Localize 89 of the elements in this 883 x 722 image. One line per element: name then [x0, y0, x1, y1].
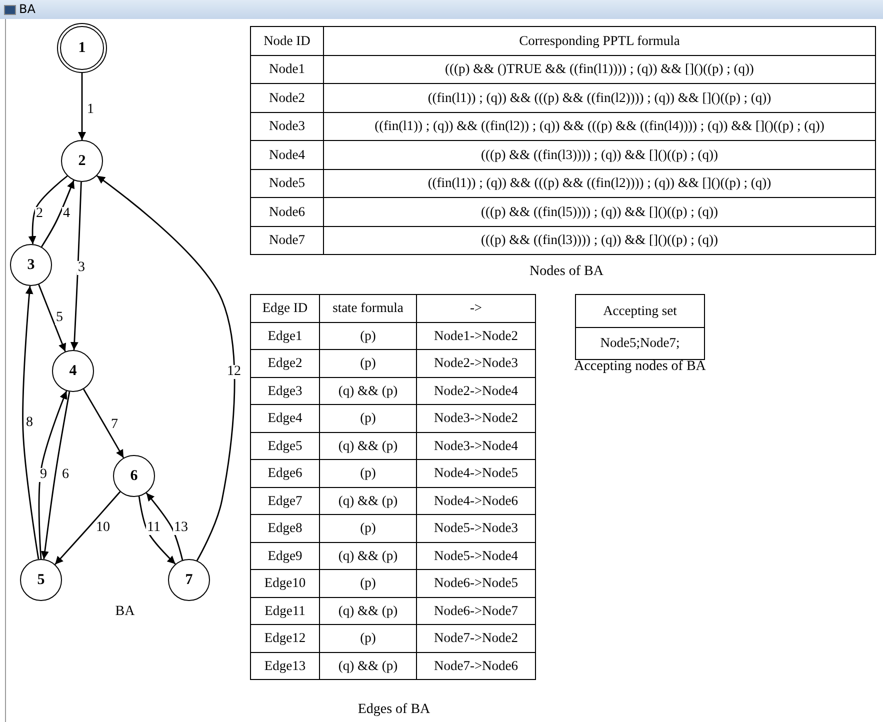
- table-cell: Node7->Node2: [416, 624, 536, 652]
- table-cell: Edge4: [250, 404, 320, 432]
- table-cell: (q) && (p): [320, 377, 416, 404]
- table-cell: Node5->Node4: [416, 542, 536, 570]
- arrow: [40, 180, 75, 248]
- edge-label: 9: [39, 468, 48, 482]
- arrow: [146, 492, 184, 560]
- table-cell: Edge6: [250, 460, 320, 487]
- table-cell: Node2->Node4: [416, 377, 536, 404]
- column-header: Corresponding PPTL formula: [324, 26, 876, 55]
- table-cell: Edge10: [250, 570, 320, 597]
- table-cell: Node1->Node2: [416, 322, 536, 350]
- table-cell: Edge1: [250, 322, 320, 350]
- column-header: ->: [416, 294, 536, 322]
- table-cell: Node5: [250, 169, 324, 198]
- state-circle: 7: [168, 559, 210, 601]
- state-circle: 3: [10, 244, 52, 286]
- table-cell: (p): [320, 514, 416, 542]
- table-cell: (p): [320, 570, 416, 597]
- table-cell: (q) && (p): [320, 487, 416, 514]
- table-cell: (p): [320, 404, 416, 432]
- table-cell: (((p) && ((fin(l3)))) ; (q)) && []()((p) ; (q)): [324, 226, 876, 254]
- table-cell: (p): [320, 460, 416, 487]
- arrow: [54, 491, 121, 565]
- table-cell: Edge5: [250, 432, 320, 460]
- edge-label: 13: [173, 521, 189, 535]
- table-cell: Edge11: [250, 597, 320, 624]
- table-cell: (((p) && ((fin(l3)))) ; (q)) && []()((p) ; (q)): [324, 140, 876, 169]
- window-title: BA: [19, 2, 36, 16]
- state-circle: 6: [113, 455, 155, 497]
- table-cell: Node7: [250, 226, 324, 254]
- caption: BA: [114, 604, 136, 620]
- table-cell: (((p) && ()TRUE && ((fin(l1)))) ; (q)) && []()((p) ; (q)): [324, 55, 876, 84]
- table-cell: (q) && (p): [320, 597, 416, 624]
- table-cell: Edge8: [250, 514, 320, 542]
- arrow: [70, 182, 82, 350]
- table-cell: Node6->Node5: [416, 570, 536, 597]
- state-circle: 5: [20, 559, 62, 601]
- state-circle: 1: [57, 23, 107, 73]
- table-cell: (p): [320, 322, 416, 350]
- arrow: [38, 284, 66, 352]
- table-cell: Node4->Node6: [416, 487, 536, 514]
- state-circle: 4: [52, 350, 94, 392]
- table-cell: ((fin(l1)) ; (q)) && ((fin(l2)) ; (q)) && (((p) && ((fin(l4)))) ; (q)) && []()((p) ; (q)): [324, 112, 876, 140]
- state-circle: 2: [61, 140, 103, 182]
- table-cell: Node5;Node7;: [576, 327, 704, 360]
- caption: Nodes of BA: [528, 264, 604, 280]
- column-header: Node ID: [250, 26, 324, 55]
- table-cell: Edge3: [250, 377, 320, 404]
- arrow: [96, 175, 236, 561]
- table-cell: (p): [320, 350, 416, 377]
- table-cell: Node2->Node3: [416, 350, 536, 377]
- table-cell: (q) && (p): [320, 432, 416, 460]
- table-cell: Edge2: [250, 350, 320, 377]
- table-cell: (p): [320, 624, 416, 652]
- table-cell: Node6->Node7: [416, 597, 536, 624]
- caption: Accepting nodes of BA: [573, 359, 707, 375]
- table-cell: Node7->Node6: [416, 652, 536, 680]
- arrow: [78, 73, 86, 140]
- edge-label: 5: [55, 311, 64, 325]
- table-cell: Node2: [250, 84, 324, 112]
- column-header: state formula: [320, 294, 416, 322]
- table-cell: Edge12: [250, 624, 320, 652]
- table-cell: ((fin(l1)) ; (q)) && (((p) && ((fin(l2)))) ; (q)) && []()((p) ; (q)): [324, 84, 876, 112]
- table-cell: Edge13: [250, 652, 320, 680]
- edge-label: 11: [146, 521, 162, 535]
- table-cell: Edge9: [250, 542, 320, 570]
- table-cell: Node5->Node3: [416, 514, 536, 542]
- column-header: Accepting set: [576, 294, 704, 327]
- caption: Edges of BA: [356, 702, 432, 718]
- table-cell: Node4: [250, 140, 324, 169]
- arrow: [28, 175, 68, 244]
- table-cell: Edge7: [250, 487, 320, 514]
- table-cell: Node3: [250, 112, 324, 140]
- arrow: [138, 496, 176, 565]
- arrow: [22, 286, 40, 560]
- table-cell: Node3->Node2: [416, 404, 536, 432]
- table-cell: (((p) && ((fin(l5)))) ; (q)) && []()((p) ; (q)): [324, 198, 876, 226]
- table-cell: Node4->Node5: [416, 460, 536, 487]
- table-cell: (q) && (p): [320, 652, 416, 680]
- edge-label: 12: [226, 365, 242, 379]
- arrow: [83, 388, 124, 458]
- table-cell: Node1: [250, 55, 324, 84]
- table-cell: (q) && (p): [320, 542, 416, 570]
- table-cell: Node6: [250, 198, 324, 226]
- table-cell: ((fin(l1)) ; (q)) && (((p) && ((fin(l2)))) ; (q)) && []()((p) ; (q)): [324, 169, 876, 198]
- table-cell: Node3->Node4: [416, 432, 536, 460]
- column-header: Edge ID: [250, 294, 320, 322]
- edge-label: 3: [77, 261, 86, 275]
